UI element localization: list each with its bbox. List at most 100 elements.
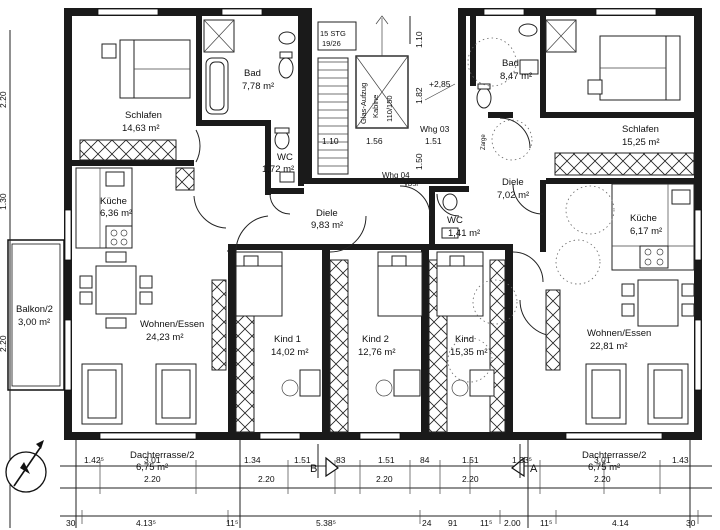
- room-kind2-area: 12,76 m²: [358, 347, 396, 358]
- section-b: B: [310, 463, 317, 475]
- section-a: A: [530, 463, 538, 475]
- stair-labels: 15 STG 19/26 +2,85 Whg 03 Whg 04 VDSF 1.…: [320, 29, 451, 188]
- room-wc-right-name: WC: [447, 215, 463, 226]
- stair-vdsf: VDSF: [404, 182, 420, 188]
- stair-ratio: 19/26: [322, 39, 341, 48]
- room-wc-right-area: 1,41 m²: [448, 228, 480, 239]
- dimension-value: 3.01: [594, 455, 611, 465]
- dimension-value: 1.51: [462, 455, 479, 465]
- windows: [64, 8, 702, 440]
- left-dining-furniture: [79, 251, 227, 425]
- interior-walls: [72, 16, 694, 440]
- lift-label-3: 110/150: [385, 95, 394, 122]
- room-terrasse-left-name: Dachterrasse/2: [130, 450, 194, 461]
- stair-level: +2,85: [429, 79, 451, 89]
- dimension-value: 1.51: [294, 455, 311, 465]
- stair-dim-156: 1.56: [366, 136, 383, 146]
- room-wohnen-left-area: 24,23 m²: [146, 332, 184, 343]
- room-wc-left-area: 1,72 m²: [262, 164, 294, 175]
- stair-dim-110b: 1.10: [322, 136, 339, 146]
- north-arrow-icon: [5, 440, 47, 493]
- balcony: [7, 239, 65, 391]
- room-schlafen-right-name: Schlafen: [622, 124, 659, 135]
- dimension-value: 3.01: [144, 455, 161, 465]
- dimension-value: 2.00: [504, 518, 521, 528]
- dimension-value: 2.20: [376, 474, 393, 484]
- room-wohnen-left-name: Wohnen/Essen: [140, 319, 204, 330]
- dimension-lines: [9, 30, 712, 528]
- room-kind3-name: Kind: [455, 334, 474, 345]
- stair-whg04: Whg 04: [382, 171, 410, 180]
- dimension-value: 2.20: [462, 474, 479, 484]
- stair-steps: 15 STG: [320, 29, 346, 38]
- room-bad-left-name: Bad: [244, 68, 261, 79]
- left-dims: 2.20 1.30 2.20: [0, 91, 8, 352]
- dimension-value: 11⁵: [480, 518, 492, 528]
- stair-vertical-labels: Glas-Aufzug Kabine 110/150 1.10 1.82 1.5…: [359, 31, 487, 170]
- room-kueche-right-name: Küche: [630, 213, 657, 224]
- room-diele-middle-area: 9,83 m²: [311, 220, 343, 231]
- dimension-value: 83: [336, 455, 346, 465]
- dimension-value: 4.14: [612, 518, 629, 528]
- room-balkon-area: 3,00 m²: [18, 317, 50, 328]
- dimension-value: 2.20: [258, 474, 275, 484]
- left-dim-2: 1.30: [0, 193, 8, 210]
- room-balkon-name: Balkon/2: [16, 304, 53, 315]
- kid-rooms-furniture: [235, 251, 495, 397]
- doors: [193, 117, 557, 337]
- dimension-values: 1.42⁵ 3.01 1.34 1.51 83 1.51 84 1.51 1.33⁵ 3.01 1.…: [66, 455, 696, 528]
- room-diele-right-area: 7,02 m²: [497, 190, 529, 201]
- room-kind1-area: 14,02 m²: [271, 347, 309, 358]
- right-bath-fixtures: [441, 19, 577, 239]
- dimension-value: 1.33⁵: [512, 455, 532, 465]
- dimension-value: 4.13⁵: [136, 518, 156, 528]
- stair-whg03: Whg 03: [420, 124, 450, 134]
- room-schlafen-left-name: Schlafen: [125, 110, 162, 121]
- lift-label-1: Glas-Aufzug: [359, 83, 368, 124]
- room-wohnen-right-area: 22,81 m²: [590, 341, 628, 352]
- room-wohnen-right-name: Wohnen/Essen: [587, 328, 651, 339]
- stair-dim-151: 1.51: [425, 136, 442, 146]
- dimension-value: 84: [420, 455, 430, 465]
- room-bad-right-name: Bad: [502, 58, 519, 69]
- dimension-value: 30: [66, 518, 76, 528]
- section-markers: [317, 444, 525, 478]
- stair-dim-150: 1.50: [414, 153, 424, 170]
- stair-dim-110: 1.10: [414, 31, 424, 48]
- dimension-value: 91: [448, 518, 458, 528]
- room-diele-middle-name: Diele: [316, 208, 338, 219]
- dimension-value: 11⁵: [540, 518, 552, 528]
- dimension-value: 2.20: [144, 474, 161, 484]
- dimension-value: 1.42⁵: [84, 455, 104, 465]
- room-wc-left-name: WC: [277, 152, 293, 163]
- room-terrasse-right-area: 6,75 m²: [588, 462, 620, 473]
- dimension-value: 1.51: [378, 455, 395, 465]
- right-kitchen-furniture: [555, 183, 695, 285]
- left-bedroom-furniture: [101, 39, 191, 99]
- dimension-value: 30: [686, 518, 696, 528]
- room-kind3-area: 15,35 m²: [450, 347, 488, 358]
- stairwell: [317, 15, 456, 175]
- room-bad-left-area: 7,78 m²: [242, 81, 274, 92]
- dimension-value: 24: [422, 518, 432, 528]
- dimension-value: 5.38⁵: [316, 518, 336, 528]
- left-kitchen-furniture: [75, 167, 133, 249]
- room-terrasse-right-name: Dachterrasse/2: [582, 450, 646, 461]
- room-kind1-name: Kind 1: [274, 334, 301, 345]
- door-note: Zarge: [481, 134, 487, 150]
- section-letters: B A: [310, 463, 538, 475]
- room-diele-right-name: Diele: [502, 177, 524, 188]
- room-kueche-left-area: 6,36 m²: [100, 208, 132, 219]
- dimension-value: 1.43: [672, 455, 689, 465]
- dimension-value: 1.34: [244, 455, 261, 465]
- room-kind2-name: Kind 2: [362, 334, 389, 345]
- room-schlafen-left-area: 14,63 m²: [122, 123, 160, 134]
- right-bedroom-furniture: [587, 35, 681, 101]
- stair-dim-182: 1.82: [414, 87, 424, 104]
- left-dim-1: 2.20: [0, 91, 8, 108]
- room-terrasse-left-area: 6,75 m²: [136, 462, 168, 473]
- room-kueche-left-name: Küche: [100, 196, 127, 207]
- right-dining-furniture: [447, 279, 695, 425]
- dimension-value: 11⁵: [226, 518, 238, 528]
